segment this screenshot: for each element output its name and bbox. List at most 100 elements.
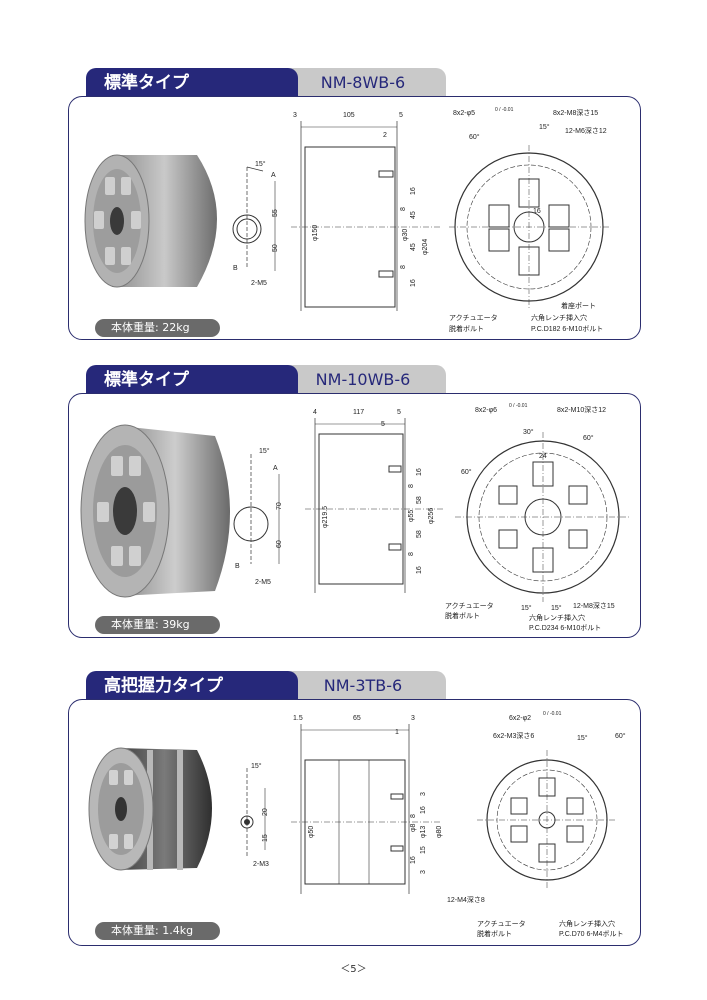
- dim-right-3: 58: [416, 496, 423, 504]
- pin-b-label: B: [235, 563, 240, 570]
- center-dim: 24: [539, 453, 547, 460]
- angle-3: 60°: [461, 468, 472, 476]
- wrench-label-1: 六角レンチ挿入穴: [559, 919, 615, 928]
- bore-dia: φ55: [408, 510, 415, 522]
- dia-small: φ50: [308, 826, 315, 838]
- wrench-label-1: 六角レンチ挿入穴: [529, 613, 585, 622]
- dim-top-1: 4: [313, 409, 317, 416]
- top-hole-1-tol: 0 / -0.01: [509, 403, 528, 409]
- angle-2: 60°: [615, 732, 626, 740]
- actuator-label-2: 脱着ボルト: [449, 324, 484, 333]
- dim-top-3: 3: [411, 715, 415, 722]
- angle-1: 30°: [523, 428, 534, 436]
- angle-2: 15°: [539, 123, 550, 131]
- side-view-drawing: 3 105 5 2 φ150 φ204 φ30 16 8 45 45 8 16: [291, 112, 441, 311]
- pin-angle: 15°: [255, 160, 266, 168]
- pin-dim-2: 15: [262, 834, 269, 842]
- bore-dia: φ8: [410, 823, 417, 832]
- center-dim: 16: [533, 208, 541, 215]
- dim-right-2: 8: [400, 207, 407, 211]
- dim-right-5: 8: [400, 265, 407, 269]
- dim-right-4: 45: [410, 243, 417, 251]
- dim-top-small: 2: [383, 132, 387, 139]
- bottom-angle-1: 15°: [521, 604, 532, 612]
- dim-top-1: 3: [293, 112, 297, 119]
- angle-1: 15°: [577, 734, 588, 742]
- dim-top-2: 105: [343, 112, 355, 119]
- pin-dim-2: 60: [276, 540, 283, 548]
- angle-1: 60°: [469, 133, 480, 141]
- dim-top-small: 5: [381, 421, 385, 428]
- pin-dim-1: 20: [262, 808, 269, 816]
- thread-label: 12-M8深さ15: [573, 601, 615, 610]
- top-hole-2: 8x2-M10深さ12: [557, 405, 606, 414]
- dim-right-4: 15: [420, 846, 427, 854]
- spec-panel: 本体重量: 39kg 15° A B 70 60 2-M5 4 117 5 5 …: [68, 393, 641, 638]
- type-tab: 標準タイプ: [86, 68, 298, 98]
- dim-right-6: 3: [420, 870, 427, 874]
- wrench-label-2: P.C.D234 6-M10ボルト: [529, 624, 601, 632]
- dia-large: φ80: [436, 826, 443, 838]
- actuator-label-1: アクチュエータ: [449, 313, 498, 322]
- product-section-nm-10wb-6: NM-10WB-6 標準タイプ 本体重量: 39kg 15° A: [68, 365, 641, 638]
- dia-small: φ219.5: [322, 506, 329, 528]
- dim-top-3: 5: [397, 409, 401, 416]
- dim-top-3: 5: [399, 112, 403, 119]
- dia-large: φ204: [422, 239, 429, 255]
- dim-top-2: 117: [353, 409, 364, 416]
- spec-panel: 本体重量: 22kg 15° A B 55 50 2-M5 3 105 5 2: [68, 96, 641, 340]
- dim-right-1: 16: [410, 187, 417, 195]
- model-tab: NM-3TB-6: [280, 671, 446, 701]
- wrench-label-1: 六角レンチ挿入穴: [531, 313, 587, 322]
- dia-small: φ150: [312, 225, 319, 241]
- type-tab: 高把握力タイプ: [86, 671, 298, 701]
- front-view-drawing: 6x2-φ2 0 / -0.01 6x2-M3深さ6 15° 60° 12-M4…: [447, 711, 626, 938]
- top-hole-1: 6x2-φ2: [509, 715, 531, 722]
- wrench-label-2: P.C.D70 6-M4ボルト: [559, 930, 623, 938]
- pin-b-label: B: [233, 265, 238, 272]
- weight-badge: 本体重量: 39kg: [95, 616, 220, 634]
- top-hole-1: 8x2-φ5: [453, 110, 475, 117]
- dim-right-1: 3: [420, 792, 427, 796]
- pin-angle: 15°: [251, 762, 262, 770]
- thread-label: 12-M6深さ12: [565, 126, 607, 135]
- type-tab: 標準タイプ: [86, 365, 298, 395]
- section-header: NM-8WB-6 標準タイプ: [68, 68, 641, 98]
- dim-right-3: 45: [410, 211, 417, 219]
- product-photo: [88, 747, 212, 871]
- pin-detail-drawing: 15° 20 15 2-M3: [240, 762, 269, 868]
- dim-top-small: 1: [395, 729, 399, 736]
- dim-right-5: 16: [410, 856, 417, 864]
- pin-detail-drawing: 15° A B 70 60 2-M5: [233, 447, 283, 586]
- angle-2: 60°: [583, 434, 594, 442]
- dim-right-5: 8: [408, 552, 415, 556]
- dim-right-2: 8: [408, 484, 415, 488]
- weight-badge: 本体重量: 22kg: [95, 319, 220, 337]
- dia-large: φ256: [428, 508, 435, 524]
- pin-dim-2: 50: [272, 244, 279, 252]
- pin-thread: 2-M5: [255, 579, 271, 586]
- product-section-nm-8wb-6: NM-8WB-6 標準タイプ 本体重量: 22kg 1: [68, 68, 641, 340]
- pin-a-label: A: [273, 465, 278, 472]
- weight-badge: 本体重量: 1.4kg: [95, 922, 220, 940]
- pin-detail-drawing: 15° A B 55 50 2-M5: [232, 160, 279, 287]
- model-tab: NM-10WB-6: [280, 365, 446, 395]
- product-photo: [84, 154, 217, 288]
- top-hole-1: 8x2-φ6: [475, 407, 497, 414]
- actuator-label-2: 脱着ボルト: [477, 929, 512, 938]
- dim-right-1: 16: [416, 468, 423, 476]
- product-photo: [80, 424, 230, 598]
- top-hole-1-tol: 0 / -0.01: [543, 711, 562, 717]
- actuator-label-2: 脱着ボルト: [445, 611, 480, 620]
- pin-a-label: A: [271, 172, 276, 179]
- dim-right-4: 58: [416, 530, 423, 538]
- pin-dim-1: 70: [276, 502, 283, 510]
- bottom-angle-2: 15°: [551, 604, 562, 612]
- top-hole-2: 8x2-M8深さ15: [553, 108, 598, 117]
- page-number: ＜5＞: [340, 964, 367, 975]
- section-header: NM-10WB-6 標準タイプ: [68, 365, 641, 395]
- dim-right-6: 16: [416, 566, 423, 574]
- pin-thread: 2-M5: [251, 280, 267, 287]
- front-view-drawing: 8x2-φ5 0 / -0.01 8x2-M8深さ15 12-M6深さ12 60…: [449, 107, 609, 333]
- dim-right-6: 16: [410, 279, 417, 287]
